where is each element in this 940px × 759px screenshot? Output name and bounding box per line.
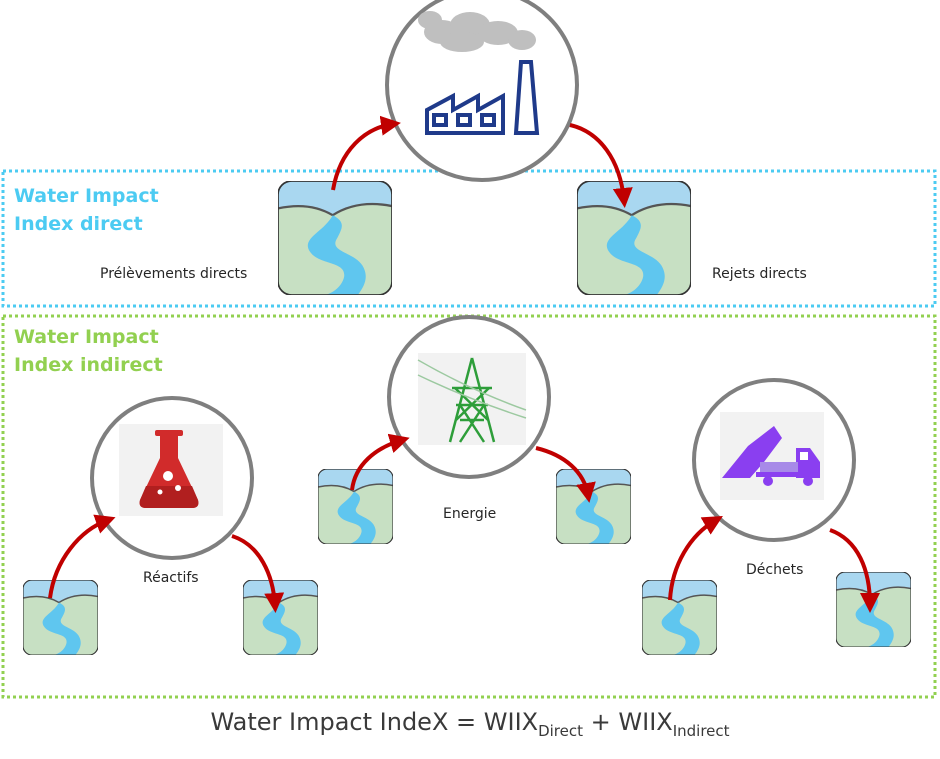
direct-title-line2: Index direct: [14, 213, 143, 235]
indirect-box-title: Water Impact Index indirect: [14, 323, 163, 379]
direct-title-line1: Water Impact: [14, 185, 159, 207]
direct-box: [1, 169, 937, 308]
reactifs-node: [90, 396, 254, 560]
arrow-energie-out: [535, 446, 596, 503]
river-icon-energie-out: [556, 469, 631, 544]
direct-box-title: Water Impact Index direct: [14, 182, 159, 238]
indirect-title-line2: Index indirect: [14, 354, 163, 376]
dechets-node: [692, 378, 856, 542]
label-reactifs: Réactifs: [143, 570, 199, 586]
label-rejets: Rejets directs: [712, 266, 807, 282]
formula: Water Impact IndeX = WIIXDirect + WIIXIn…: [0, 708, 940, 740]
label-energie: Energie: [443, 506, 497, 522]
arrow-prelevements-to-factory: [331, 115, 401, 191]
formula-sub1: Direct: [538, 721, 584, 740]
dump-truck-icon: [722, 426, 820, 486]
energie-node: [387, 315, 551, 479]
river-icon-dechets-out: [836, 572, 911, 647]
formula-term1: WIIX: [483, 708, 539, 736]
arrow-reactifs-out: [231, 534, 285, 613]
factory-icon: [425, 60, 540, 135]
arrow-factory-to-rejets: [569, 123, 633, 208]
label-dechets: Déchets: [746, 562, 804, 578]
formula-plus: +: [583, 708, 619, 736]
river-icon-reactifs-in: [23, 580, 98, 655]
factory-node: [385, 0, 579, 182]
formula-sub2: Indirect: [672, 721, 730, 740]
river-icon-dechets-in: [642, 580, 717, 655]
formula-term2: WIIX: [618, 708, 673, 736]
arrow-dechets-in: [668, 515, 723, 601]
arrow-dechets-out: [829, 528, 880, 613]
river-icon-reactifs-out: [243, 580, 318, 655]
indirect-box: [1, 314, 937, 699]
river-icon-prelevements: [278, 181, 392, 295]
power-pylon-icon: [417, 357, 527, 443]
indirect-title-line1: Water Impact: [14, 326, 159, 348]
arrow-reactifs-in: [48, 514, 116, 599]
arrow-energie-in: [350, 433, 410, 491]
flask-icon: [139, 430, 199, 508]
label-prelevements: Prélèvements directs: [100, 266, 248, 282]
river-icon-rejets: [577, 181, 691, 295]
formula-lhs: Water Impact IndeX =: [210, 708, 484, 736]
smoke-cloud-icon: [418, 11, 536, 52]
